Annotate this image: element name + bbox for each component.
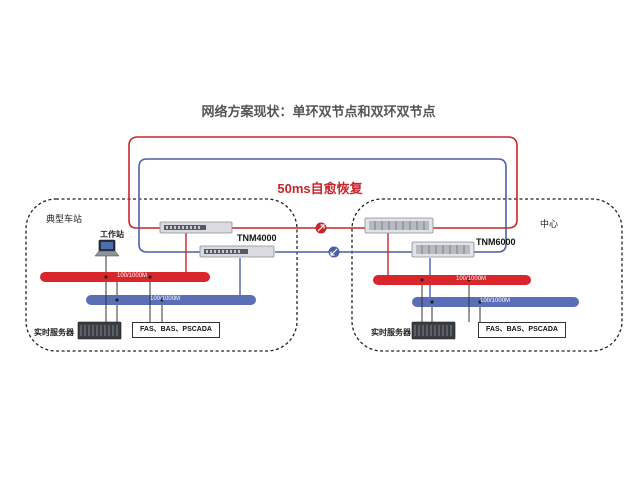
station-device-label: TNM4000 (237, 233, 277, 243)
station-systems-box: FAS、BAS、PSCADA (132, 322, 220, 338)
center-blue-bus (412, 297, 579, 307)
center-red-bus-label: 100/1000M (456, 276, 487, 282)
station-server-label: 实时服务器 (34, 328, 74, 337)
center-device-label: TNM6000 (476, 237, 516, 247)
center-region (351, 198, 623, 352)
red-ring-arrow-icon (315, 222, 327, 234)
center-server-label: 实时服务器 (371, 328, 411, 337)
station-name: 典型车站 (46, 214, 83, 224)
station-red-bus-label: 100/1000M (117, 273, 148, 279)
diagram-title: 网络方案现状：单环双节点和双环双节点 (201, 104, 436, 119)
recovery-label: 50ms自愈恢复 (277, 181, 363, 196)
station-region (25, 198, 298, 352)
center-systems-box: FAS、BAS、PSCADA (478, 322, 566, 338)
station-switch-lower-icon (199, 245, 275, 258)
station-blue-bus-label: 100/1000M (150, 296, 181, 302)
center-blue-bus-label: 100/1000M (480, 298, 511, 304)
center-server-icon (411, 321, 456, 340)
center-name: 中心 (540, 219, 559, 229)
blue-ring-arrow-icon (328, 246, 340, 258)
station-blue-bus (86, 295, 256, 305)
blue-ring (138, 158, 507, 253)
workstation-laptop-icon (94, 239, 120, 257)
center-chassis-lower-icon (411, 241, 475, 258)
center-chassis-upper-icon (364, 217, 434, 234)
station-server-icon (77, 321, 122, 340)
station-switch-upper-icon (159, 221, 233, 234)
workstation-label: 工作站 (100, 230, 124, 239)
red-ring (128, 136, 518, 229)
station-red-bus (40, 272, 210, 282)
center-red-bus (373, 275, 531, 285)
